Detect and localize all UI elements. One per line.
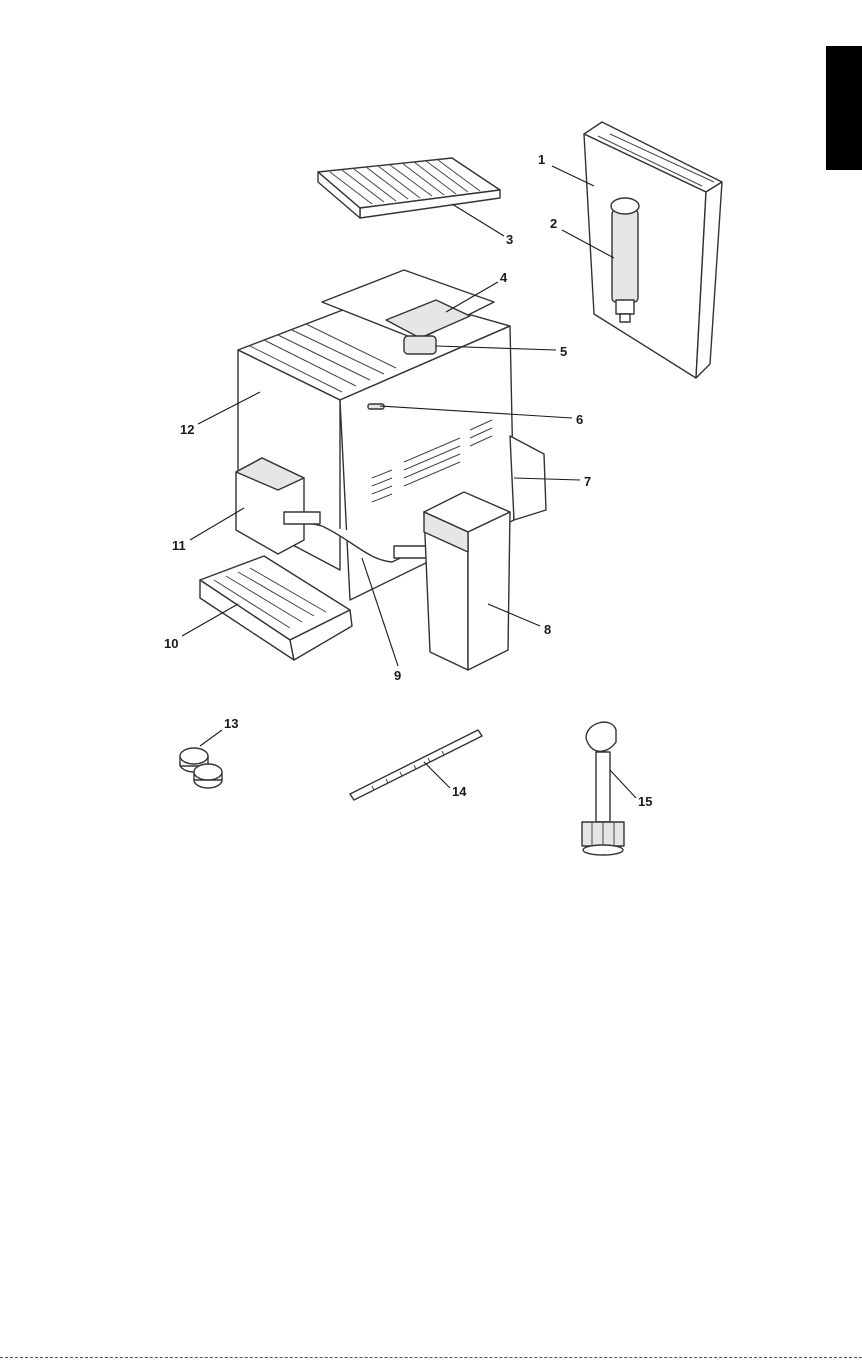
callout-12: 12 <box>180 422 194 437</box>
callout-13: 13 <box>224 716 238 731</box>
callout-7: 7 <box>584 474 591 489</box>
callout-1: 1 <box>538 152 545 167</box>
callout-15: 15 <box>638 794 652 809</box>
callout-10: 10 <box>164 636 178 651</box>
part-cup-grille <box>318 158 500 218</box>
callout-14: 14 <box>452 784 467 799</box>
callout-11: 11 <box>172 538 186 553</box>
callout-3: 3 <box>506 232 513 247</box>
callout-2: 2 <box>550 216 557 231</box>
part-cleaning-tablets <box>180 748 222 788</box>
callout-4: 4 <box>500 270 508 285</box>
callout-9: 9 <box>394 668 401 683</box>
part-filter-tool <box>582 722 624 855</box>
callout-8: 8 <box>544 622 551 637</box>
part-water-tank <box>584 122 722 378</box>
callout-6: 6 <box>576 412 583 427</box>
part-milk-container <box>424 492 510 670</box>
callout-5: 5 <box>560 344 567 359</box>
page-cut-edge <box>0 1357 862 1358</box>
